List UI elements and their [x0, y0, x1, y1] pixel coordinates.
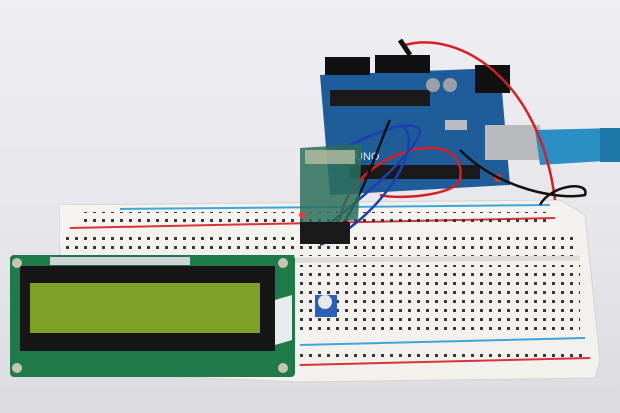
bluetooth-module — [299, 144, 362, 244]
lcd-module — [10, 255, 295, 377]
arduino-board: UNO — [320, 55, 540, 195]
usb-cable — [535, 128, 620, 165]
potentiometer — [315, 295, 337, 317]
